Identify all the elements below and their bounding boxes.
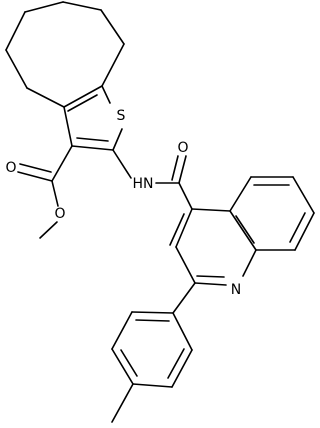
bond [5,11,26,51]
bond [175,246,196,284]
bond [67,94,98,112]
p-tolyl-ring [111,282,196,423]
bond [101,43,125,87]
bond [191,208,231,212]
bond [172,282,196,314]
bond [5,49,28,89]
ester-carbonyl-oxygen-label: O [5,160,16,176]
bond [242,249,257,277]
bond [51,145,73,182]
amide-carbonyl-oxygen-label: O [177,140,188,156]
quinoline-benzo-ring [229,176,315,251]
bond [292,176,315,214]
sulfur-atom-label: S [117,108,126,124]
cyclooctane-ring [5,1,125,108]
bond [111,348,134,385]
bond [19,163,52,173]
bond [229,210,257,251]
methyl-ester-group [17,145,73,239]
quinoline-pyridine-ring [169,208,257,286]
quinoline-nitrogen-label: N [231,282,241,298]
amide-group [112,149,193,210]
bond [294,212,315,251]
bond [171,155,179,181]
bond [51,180,59,207]
bond [120,349,138,377]
bond [62,1,102,11]
bond [24,1,64,13]
ester-oxygen-label: O [54,206,65,222]
bond [132,383,173,388]
bond [111,311,133,350]
bond [235,215,255,244]
bond [76,137,109,142]
bond [167,348,185,379]
bond [63,85,103,108]
bond [178,155,187,184]
bond [101,85,111,104]
bond [112,149,132,179]
bond [178,182,193,210]
bond [112,128,123,151]
bond [17,171,53,182]
bond [172,312,193,351]
bond [229,176,252,212]
bond [111,383,134,423]
bond [71,145,114,151]
bond [39,221,58,239]
bond [175,208,193,248]
bond [100,9,125,45]
bond [169,213,185,246]
amide-nitrogen-label: HN [133,176,154,192]
bond [63,106,73,147]
bond [135,319,170,322]
bond [194,282,227,286]
bond [196,275,225,278]
bond [289,212,306,243]
bond [131,311,174,314]
bond [171,349,193,388]
thiophene-ring [63,85,123,151]
bond [26,87,65,108]
